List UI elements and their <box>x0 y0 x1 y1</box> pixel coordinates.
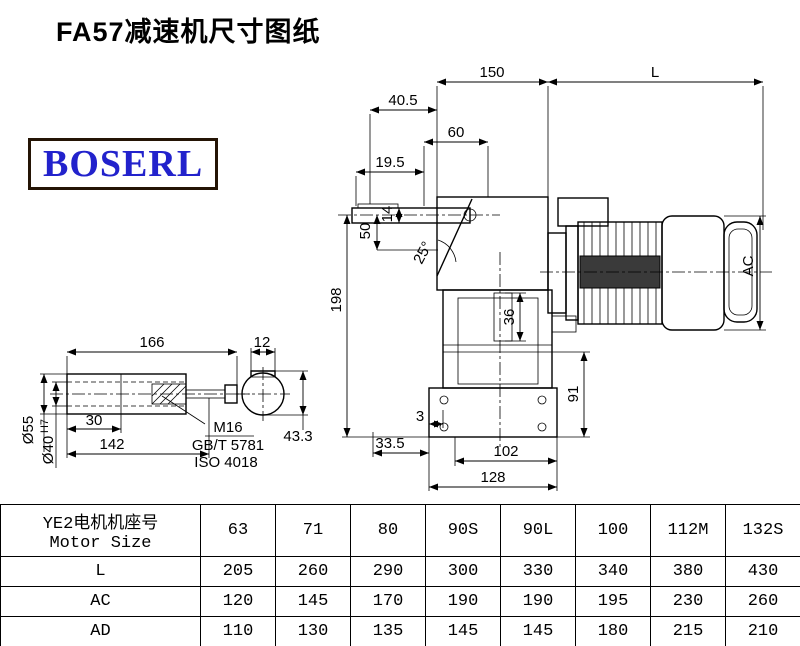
dim-166-label: 166 <box>139 334 164 351</box>
size-col-header: 100 <box>575 504 651 557</box>
table-cell: 380 <box>650 556 726 587</box>
dimension-labels: 150 L 40.5 60 19.5 14 50 25° 198 36 AC 9… <box>20 64 757 486</box>
technical-drawing: 150 L 40.5 60 19.5 14 50 25° 198 36 AC 9… <box>20 64 772 491</box>
bolt-hole <box>537 395 547 405</box>
table-cell: 430 <box>725 556 800 587</box>
dim-AC-label: AC <box>740 255 757 276</box>
gearbox-foot-flange <box>428 387 558 438</box>
size-col-header: 71 <box>275 504 351 557</box>
size-col-header: 63 <box>200 504 276 557</box>
shaft-section-view <box>236 367 290 421</box>
table-cell: 120 <box>200 586 276 617</box>
motor-flange <box>565 225 579 321</box>
dim-L-label: L <box>651 64 659 81</box>
motor-size-header-cell: YE2电机机座号 Motor Size <box>0 504 201 557</box>
thread-callout-label: M16 <box>213 419 242 436</box>
dim-19-5-label: 19.5 <box>375 154 404 171</box>
size-col-header: 132S <box>725 504 800 557</box>
dim-150-label: 150 <box>479 64 504 81</box>
table-cell: 260 <box>725 586 800 617</box>
terminal-box <box>557 197 609 227</box>
dim-dia55-label: Ø55 <box>20 416 37 444</box>
table-cell: 290 <box>350 556 426 587</box>
dim-128-label: 128 <box>480 469 505 486</box>
table-cell: 145 <box>500 616 576 646</box>
table-cell: 110 <box>200 616 276 646</box>
callout-leader <box>161 395 206 425</box>
bolt-hole <box>439 395 449 405</box>
table-cell: 190 <box>425 586 501 617</box>
dim-91-label: 91 <box>565 386 582 403</box>
table-cell: 135 <box>350 616 426 646</box>
dim-43-3-label: 43.3 <box>283 428 312 445</box>
table-cell: 190 <box>500 586 576 617</box>
table-cell: 260 <box>275 556 351 587</box>
input-shaft <box>351 207 471 224</box>
dim-198-label: 198 <box>328 287 345 312</box>
size-col-header: 112M <box>650 504 726 557</box>
table-cell: 180 <box>575 616 651 646</box>
extension-lines <box>40 86 766 491</box>
table-cell: 300 <box>425 556 501 587</box>
table-cell: 215 <box>650 616 726 646</box>
gearbox-upper-housing <box>436 196 549 291</box>
dim-12-label: 12 <box>254 334 271 351</box>
shaft-detail <box>50 373 254 437</box>
table-row-L: L 205 260 290 300 330 340 380 430 <box>0 556 800 587</box>
header-line2: Motor Size <box>49 534 152 553</box>
section-hatch <box>151 383 187 405</box>
size-col-header: 80 <box>350 504 426 557</box>
std-gbt-label: GB/T 5781 <box>192 437 264 454</box>
page-title: FA57减速机尺寸图纸 <box>56 17 321 47</box>
std-iso-label: ISO 4018 <box>194 454 257 471</box>
dim-30-label: 30 <box>86 412 103 429</box>
dim-36-label: 36 <box>501 309 518 326</box>
dim-60-label: 60 <box>448 124 465 141</box>
bolt-hole <box>537 422 547 432</box>
table-row-AD: AD 110 130 135 145 145 180 215 210 <box>0 616 800 646</box>
table-cell: 170 <box>350 586 426 617</box>
dim-dia40-label: Ø40 <box>40 436 57 464</box>
dim-102-label: 102 <box>493 443 518 460</box>
gearbox-lower-housing <box>442 289 553 389</box>
boserl-logo: BOSERL <box>28 138 219 190</box>
housing-slant-edge <box>436 198 473 277</box>
motor-size-table: YE2电机机座号 Motor Size 63 71 80 90S 90L 100… <box>0 504 800 646</box>
dim-40-5-label: 40.5 <box>388 92 417 109</box>
table-cell: 340 <box>575 556 651 587</box>
motor-adapter <box>547 232 567 314</box>
table-cell: 130 <box>275 616 351 646</box>
dimension-lines <box>40 78 764 491</box>
main-view <box>338 196 772 450</box>
table-cell: 145 <box>425 616 501 646</box>
size-col-header: 90S <box>425 504 501 557</box>
dim-33-5-label: 33.5 <box>375 435 404 452</box>
table-cell: 195 <box>575 586 651 617</box>
row-label: L <box>0 556 201 587</box>
shaft-key <box>357 203 399 209</box>
table-cell: 205 <box>200 556 276 587</box>
dim-3-label: 3 <box>416 408 424 425</box>
table-cell: 230 <box>650 586 726 617</box>
size-col-header: 90L <box>500 504 576 557</box>
table-header-row: YE2电机机座号 Motor Size 63 71 80 90S 90L 100… <box>0 504 800 557</box>
table-cell: 210 <box>725 616 800 646</box>
motor-endbell <box>661 215 725 331</box>
table-cell: 330 <box>500 556 576 587</box>
dim-142-label: 142 <box>99 436 124 453</box>
table-row-AC: AC 120 145 170 190 190 195 230 260 <box>0 586 800 617</box>
row-label: AD <box>0 616 201 646</box>
dim-50-label: 50 <box>357 223 374 240</box>
dim-dia40-tol-label: H7 <box>39 419 51 433</box>
header-line1: YE2电机机座号 <box>42 515 159 534</box>
dim-25deg-label: 25° <box>410 239 436 267</box>
row-label: AC <box>0 586 201 617</box>
angle-arc <box>437 239 457 263</box>
table-cell: 145 <box>275 586 351 617</box>
dim-14-label: 14 <box>379 206 396 223</box>
